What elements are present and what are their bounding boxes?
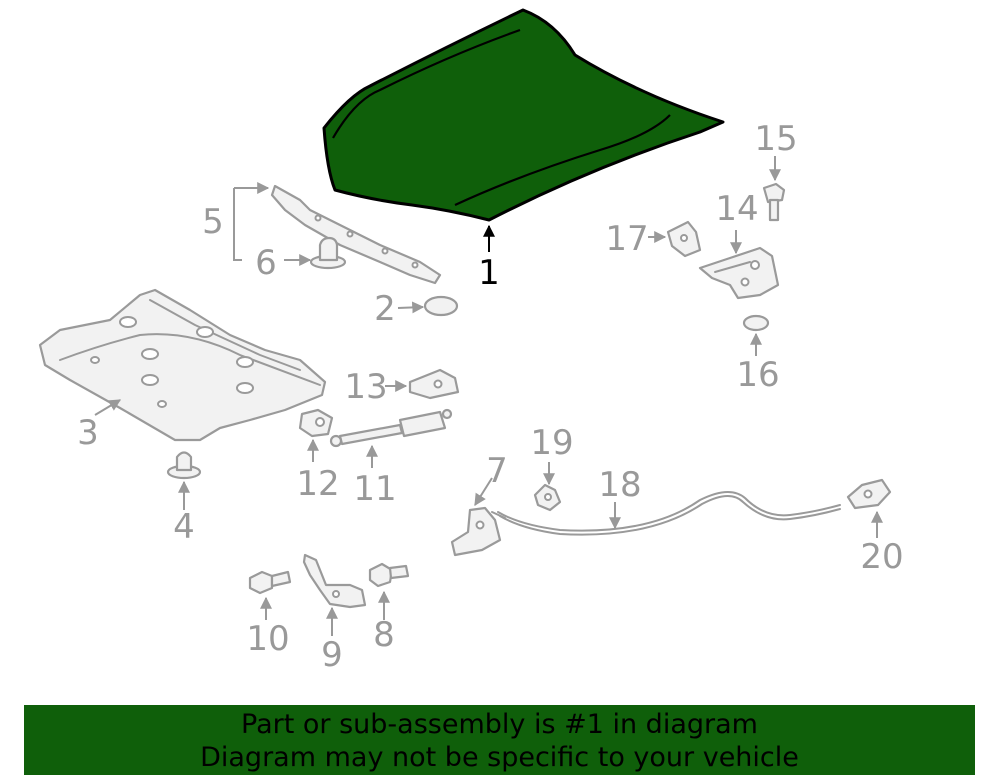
info-banner: Part or sub-assembly is #1 in diagram Di… bbox=[24, 705, 975, 775]
hood-seal-strip-part-5 bbox=[270, 184, 442, 285]
callout-18: 18 bbox=[598, 465, 641, 505]
bolt-part-15 bbox=[762, 182, 786, 222]
hood-latch-part-7 bbox=[450, 506, 506, 557]
bracket-part-17 bbox=[666, 220, 702, 258]
cable-clip-part-19 bbox=[533, 483, 562, 512]
callout-16: 16 bbox=[736, 355, 779, 395]
banner-line-2: Diagram may not be specific to your vehi… bbox=[200, 742, 799, 773]
latch-bracket-part-9 bbox=[302, 553, 367, 609]
callout-6: 6 bbox=[255, 243, 277, 283]
bolt-part-8 bbox=[368, 562, 410, 588]
callout-14: 14 bbox=[715, 189, 758, 229]
callout-7: 7 bbox=[486, 451, 508, 491]
hood-panel-part-1 bbox=[322, 8, 725, 222]
release-handle-part-20 bbox=[846, 478, 892, 510]
seal-clip-part-6 bbox=[309, 236, 347, 270]
washer-part-16 bbox=[742, 314, 770, 332]
parts-diagram: 1 2 3 4 5 6 7 8 9 10 11 12 13 14 15 16 1… bbox=[38, 8, 904, 675]
callout-17: 17 bbox=[605, 219, 648, 259]
insulator-clip-part-4 bbox=[166, 451, 202, 480]
strut-bracket-part-12 bbox=[298, 408, 334, 438]
callout-8: 8 bbox=[373, 615, 395, 655]
hood-support-strut-part-11 bbox=[329, 408, 453, 448]
callout-11: 11 bbox=[353, 469, 396, 509]
hinge-bracket-part-13 bbox=[408, 368, 460, 400]
callout-19: 19 bbox=[530, 423, 573, 463]
callout-10: 10 bbox=[246, 619, 289, 659]
hood-hinge-part-14 bbox=[698, 246, 780, 300]
bolt-part-10 bbox=[248, 570, 292, 595]
callout-15: 15 bbox=[754, 119, 797, 159]
banner-line-1: Part or sub-assembly is #1 in diagram bbox=[241, 709, 758, 740]
leader-lines bbox=[94, 156, 883, 636]
callout-20: 20 bbox=[860, 537, 903, 577]
seal-ring-part-2 bbox=[423, 295, 459, 317]
callout-5: 5 bbox=[202, 202, 224, 242]
callout-1: 1 bbox=[478, 253, 500, 293]
callout-13: 13 bbox=[344, 367, 387, 407]
callout-numbers: 1 2 3 4 5 6 7 8 9 10 11 12 13 14 15 16 1… bbox=[77, 119, 903, 675]
callout-9: 9 bbox=[321, 635, 343, 675]
callout-12: 12 bbox=[296, 464, 339, 504]
callout-2: 2 bbox=[374, 289, 396, 329]
callout-4: 4 bbox=[173, 507, 195, 547]
release-cable-part-18 bbox=[497, 491, 841, 532]
callout-3: 3 bbox=[77, 413, 99, 453]
